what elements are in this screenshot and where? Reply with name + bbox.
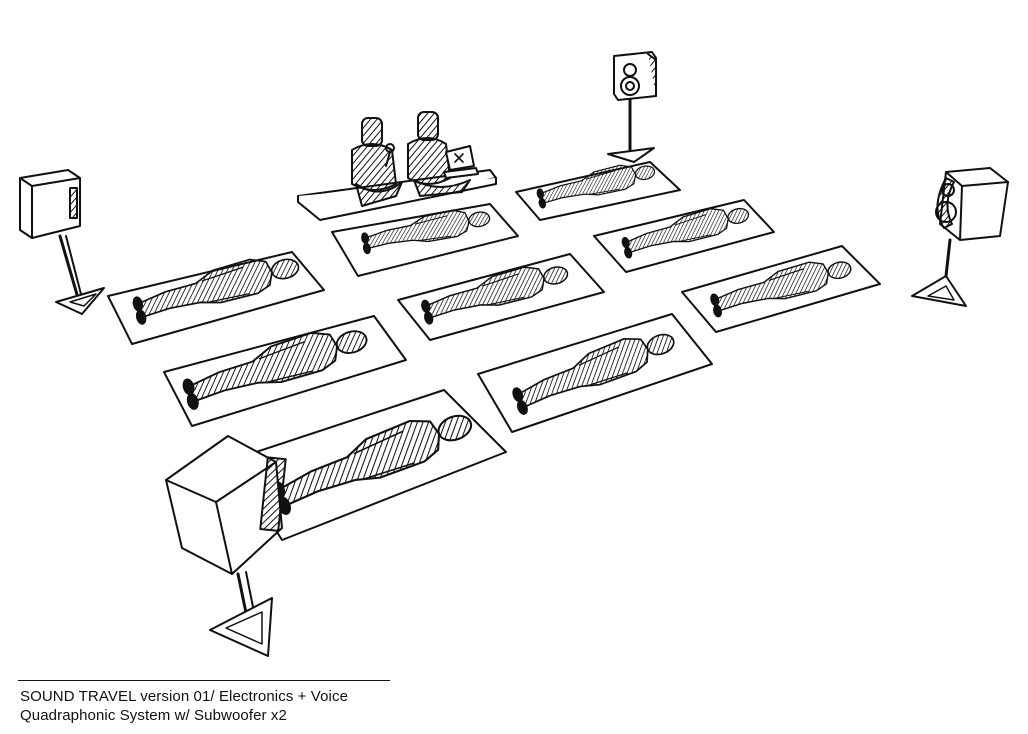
speaker-left [19, 169, 105, 315]
listener-mat-7 [477, 313, 713, 433]
caption-divider [18, 680, 390, 681]
listener-mat-6 [593, 199, 775, 273]
speaker-front [165, 435, 287, 657]
listener-mat-1 [107, 247, 325, 345]
laptop-icon [443, 145, 479, 179]
installation-drawing [19, 51, 1009, 657]
caption: SOUND TRAVEL version 01/ Electronics + V… [20, 687, 348, 725]
caption-subtitle: Quadraphonic System w/ Subwoofer x2 [20, 707, 287, 724]
listener-mat-8 [681, 245, 881, 333]
listener-mat-5 [397, 253, 605, 341]
caption-title: SOUND TRAVEL version 01/ Electronics + V… [20, 688, 349, 705]
listener-mat-4 [163, 315, 407, 427]
listener-mat-3 [515, 157, 681, 221]
listener-mat-2 [331, 203, 519, 277]
performer-laptop [407, 111, 479, 197]
performer-microphone [351, 117, 403, 207]
speaker-back [607, 51, 657, 163]
speaker-right [911, 167, 1009, 307]
